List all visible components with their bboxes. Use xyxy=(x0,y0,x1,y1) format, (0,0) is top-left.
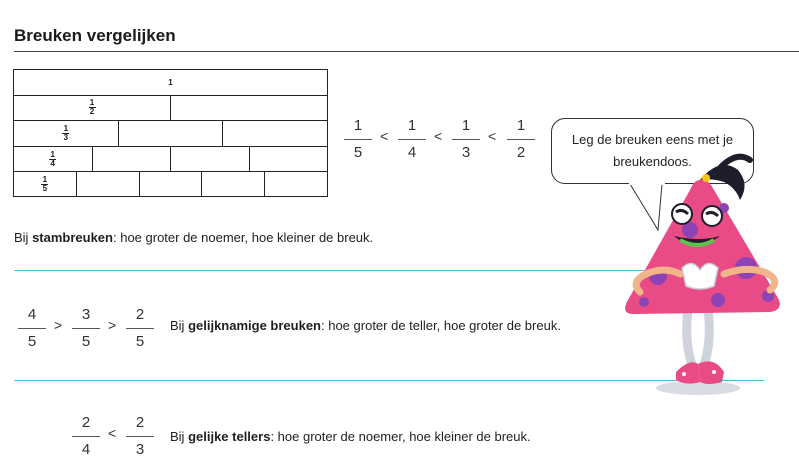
section-divider xyxy=(14,380,764,381)
less-than-sign: < xyxy=(108,425,117,441)
rule-unit-fractions: Bij stambreuken: hoe groter de noemer, h… xyxy=(14,230,374,245)
less-than-sign: < xyxy=(488,128,497,144)
less-than-sign: < xyxy=(434,128,443,144)
bubble-line: Leg de breuken eens met je xyxy=(571,132,734,147)
greater-than-sign: > xyxy=(108,317,117,333)
rule-same-numerator: Bij gelijke tellers: hoe groter de noeme… xyxy=(170,429,531,444)
wall-cell xyxy=(91,146,171,172)
mascot-illustration xyxy=(625,153,780,395)
speech-bubble: Leg de breuken eens met je breukendoos. xyxy=(551,118,754,184)
wall-cell xyxy=(170,146,249,172)
wall-cell xyxy=(264,172,327,196)
bubble-line: breukendoos. xyxy=(613,154,692,169)
wall-cell xyxy=(117,121,223,146)
wall-cell xyxy=(248,146,328,172)
title-divider xyxy=(14,51,799,52)
section-divider xyxy=(14,270,764,271)
greater-than-sign: > xyxy=(54,317,63,333)
whole-label: 1 xyxy=(168,77,173,87)
less-than-sign: < xyxy=(380,128,389,144)
wall-row-whole: 1 xyxy=(13,69,328,95)
wall-cell xyxy=(222,121,327,146)
wall-cell xyxy=(201,172,264,196)
rule-same-denominator: Bij gelijknamige breuken: hoe groter de … xyxy=(170,318,561,333)
wall-cell xyxy=(75,172,139,196)
page-title: Breuken vergelijken xyxy=(14,26,176,45)
wall-cell: 1 xyxy=(14,70,327,95)
wall-cell xyxy=(138,172,202,196)
wall-cell xyxy=(170,95,327,121)
